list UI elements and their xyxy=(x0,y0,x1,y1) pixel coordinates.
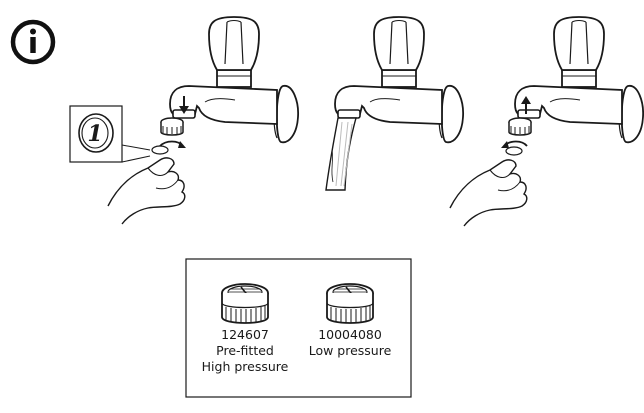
aerator-options-box xyxy=(185,258,412,398)
part-number: 10004080 xyxy=(318,327,382,342)
rotate-arrow-icon xyxy=(501,140,528,148)
step-flush-water xyxy=(325,16,465,191)
arrow-down-icon xyxy=(179,96,189,114)
aerator-low-pressure-label: 10004080 Low pressure xyxy=(280,327,420,359)
faucet-illustration xyxy=(169,16,300,144)
aerator-high-pressure-label: 124607 Pre-fitted High pressure xyxy=(175,327,315,375)
coin-callout: 1 xyxy=(69,105,151,163)
info-icon xyxy=(10,19,56,65)
part-number: 124607 xyxy=(221,327,269,342)
svg-text:1: 1 xyxy=(87,121,102,147)
step-refit-aerator xyxy=(449,16,644,227)
water-stream xyxy=(325,117,357,191)
aerator-high-pressure-image xyxy=(221,283,269,324)
aerator-low-pressure-image xyxy=(326,283,374,324)
hand-illustration xyxy=(107,157,186,225)
aerator-part xyxy=(508,117,532,136)
rotate-arrow-icon xyxy=(159,140,186,148)
coin-icon: 1 xyxy=(78,113,114,153)
aerator-note: High pressure xyxy=(201,359,289,374)
faucet-illustration xyxy=(514,16,644,144)
arrow-up-icon xyxy=(521,96,531,114)
hand-illustration xyxy=(449,159,528,227)
aerator-part xyxy=(160,117,184,136)
step-remove-aerator: 1 xyxy=(69,16,300,225)
aerator-note: Low pressure xyxy=(308,343,392,358)
aerator-note: Pre-fitted xyxy=(216,343,274,358)
